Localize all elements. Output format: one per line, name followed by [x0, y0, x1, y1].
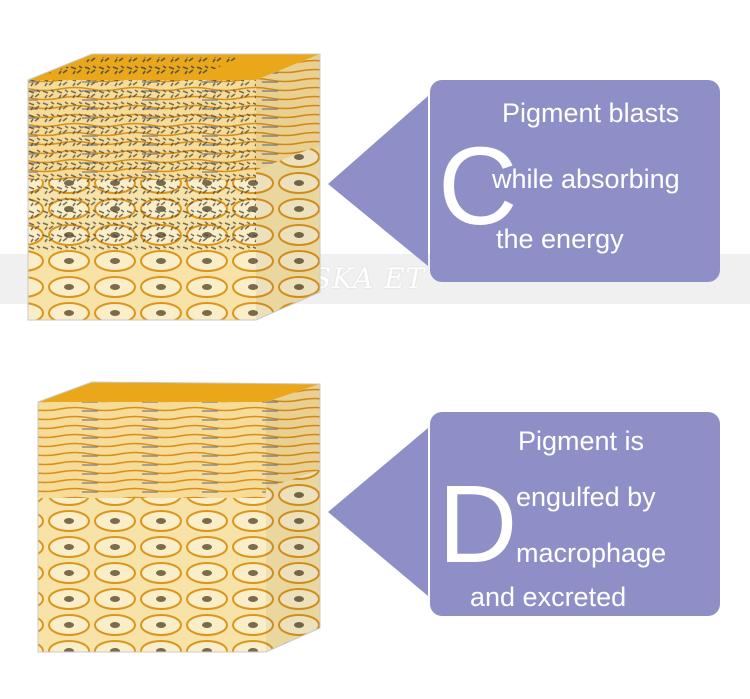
callout-line: Pigment blasts: [502, 98, 680, 128]
pointer-arrow-bottom: [328, 428, 428, 596]
watermark: SKA ET: [312, 262, 426, 295]
callout-line: engulfed by: [516, 482, 656, 512]
pointer-arrow-top: [328, 96, 428, 266]
callout-line: while absorbing: [492, 164, 680, 194]
skin-cube-clear: [0, 378, 330, 663]
callout-line: Pigment is: [518, 426, 645, 456]
drop-cap-c: C: [438, 125, 518, 248]
drop-cap-d: D: [438, 463, 518, 586]
callout-box-c: C Pigment blasts while absorbing the ene…: [430, 80, 720, 282]
callout-line: the energy: [496, 224, 624, 254]
callout-line: and excreted: [470, 582, 627, 612]
callout-line: macrophage: [516, 538, 667, 568]
callout-box-d: D Pigment is engulfed by macrophage and …: [430, 412, 720, 616]
skin-cube-pigmented: [0, 40, 330, 325]
